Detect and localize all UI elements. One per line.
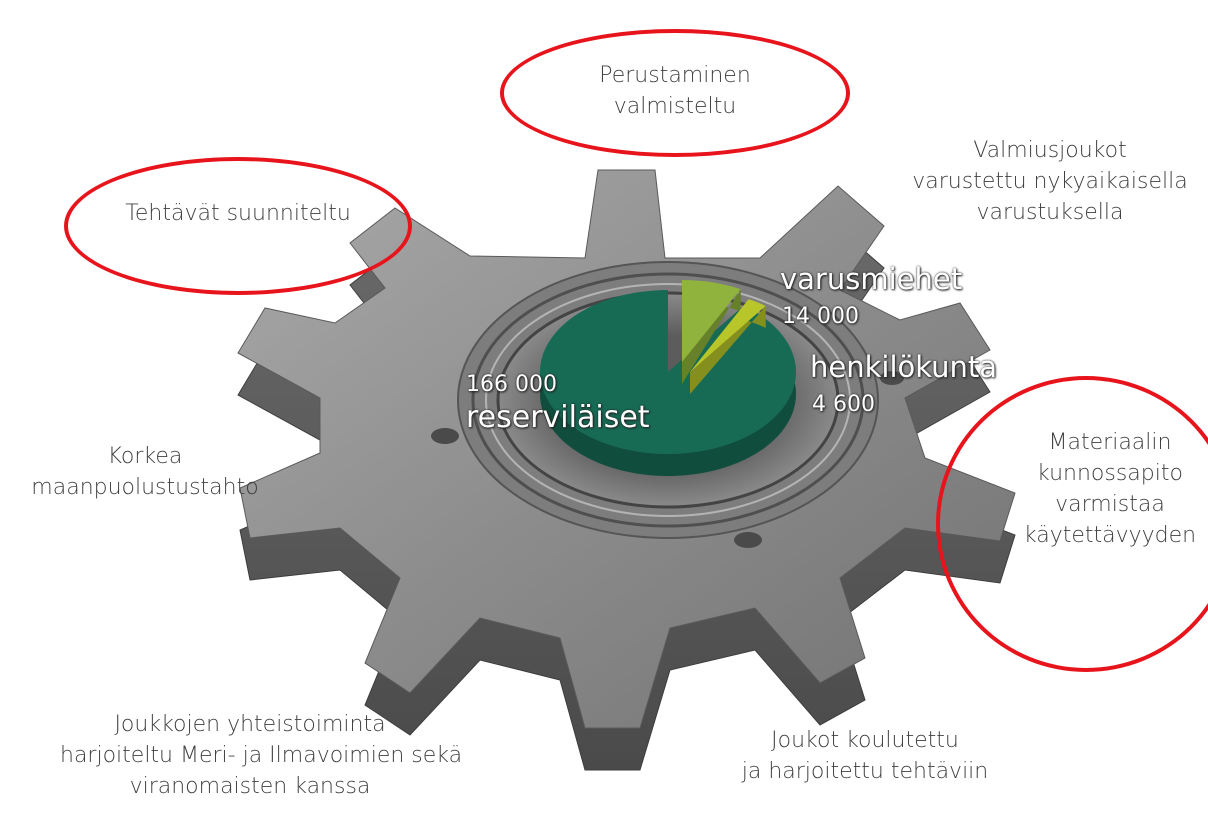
highlight-ring-materiaalin	[936, 376, 1208, 672]
reservilaiset-value-label: 166 000	[466, 372, 557, 397]
varusmiehet-name-label: varusmiehet	[780, 262, 963, 296]
bolt-holes	[431, 371, 904, 548]
varusmiehet-slice	[682, 280, 741, 362]
henkilokunta-slice-side	[690, 299, 766, 394]
label-tehtavat: Tehtävät suunniteltu	[125, 201, 351, 226]
varusmiehet-value-label: 14 000	[782, 304, 859, 329]
reservilaiset-name-label: reserviläiset	[466, 400, 650, 435]
highlight-ring-tehtavat	[64, 157, 412, 295]
henkilokunta-value-label: 4 600	[812, 392, 875, 417]
highlight-ring-perustaminen	[500, 29, 850, 157]
henkilokunta-name-label: henkilökunta	[810, 350, 998, 384]
henkilokunta-slice	[690, 299, 766, 372]
